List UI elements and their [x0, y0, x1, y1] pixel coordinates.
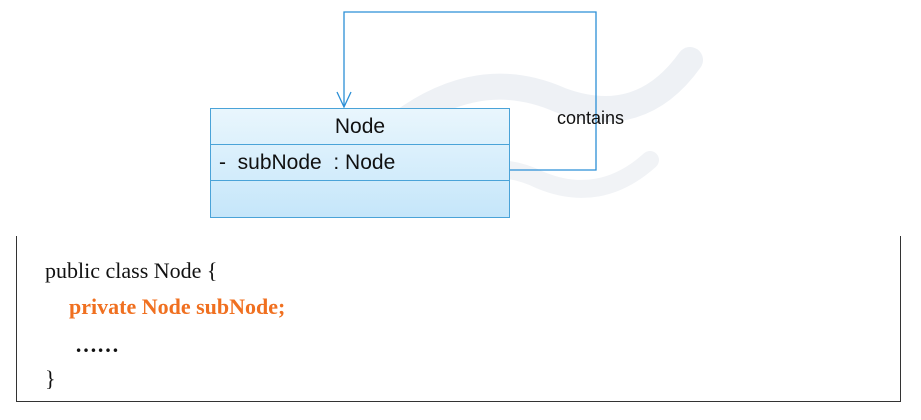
class-attribute: - subNode : Node — [211, 145, 509, 181]
class-name: Node — [211, 109, 509, 145]
arrowhead-icon — [336, 91, 352, 109]
code-line-1: public class Node { — [45, 258, 218, 283]
association-label: contains — [557, 108, 625, 128]
code-line-2: private Node subNode; — [69, 294, 286, 319]
code-line-3: …… — [75, 332, 119, 357]
class-operations — [211, 181, 509, 217]
uml-class-node: Node - subNode : Node — [210, 108, 510, 218]
code-line-4: } — [45, 366, 56, 391]
code-block: public class Node { private Node subNode… — [16, 236, 901, 402]
